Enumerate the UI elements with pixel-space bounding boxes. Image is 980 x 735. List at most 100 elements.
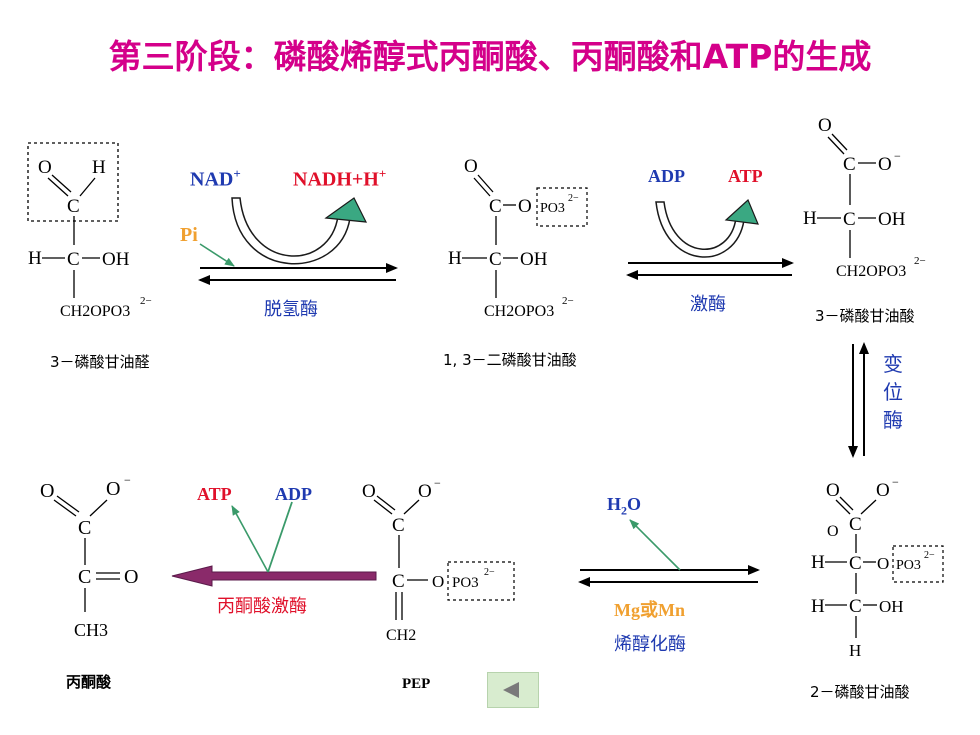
adp-label-step5: ADP — [275, 484, 312, 504]
pep-c1: C — [392, 515, 405, 536]
bpg-double-bond — [473, 177, 491, 197]
nad-label: NAD+ — [190, 166, 241, 192]
step4-water-arrow — [629, 519, 681, 571]
dehydrogenase-label: 脱氢酶 — [264, 299, 318, 320]
pga2-double-bond-2 — [839, 496, 854, 511]
pga3-double-bond-2 — [831, 133, 848, 151]
pga2-c3: C — [849, 596, 862, 617]
pep-double-bond-2 — [376, 495, 396, 511]
pga2-o-extra: O — [827, 523, 839, 540]
pga3-o: O — [818, 115, 832, 136]
pyr-c2: C — [78, 566, 91, 588]
pyr-double-bond — [53, 499, 77, 517]
water-h: H — [607, 494, 622, 514]
mutase-label: 变位酶 — [883, 352, 903, 432]
step5-atp-arrow — [231, 505, 269, 573]
bpg-c1: C — [489, 196, 502, 217]
pyr-o-keto: O — [124, 566, 138, 588]
pga3-h: H — [803, 208, 817, 229]
pga3-c2: C — [843, 209, 856, 230]
structure-pyruvate: O O − C C O CH3 — [40, 473, 138, 640]
water-sub: 2 — [621, 503, 628, 518]
pga3-c1: C — [843, 154, 856, 175]
bpg-o: O — [464, 156, 478, 177]
pep-co — [403, 499, 420, 515]
pyr-ominus: O — [106, 478, 120, 500]
pga3-ch2opo3: CH2OPO3 — [836, 263, 906, 280]
pga3-oh: OH — [878, 209, 906, 230]
pga2-po3-charge: 2− — [924, 550, 935, 561]
g3p-charge: 2− — [140, 295, 152, 307]
bpg-po3-charge: 2− — [568, 193, 579, 204]
g3p-double-bond — [47, 177, 69, 197]
pyr-minus: − — [124, 473, 131, 487]
pga2-c2: C — [849, 553, 862, 574]
step5-adp-line — [267, 501, 293, 573]
adp-label-step2: ADP — [648, 166, 685, 186]
structure-g3p: O H C H C OH CH2OPO3 2− — [27, 142, 152, 320]
bpg-c2: C — [489, 249, 502, 270]
pyr-double-bond-2 — [56, 495, 80, 513]
reaction-arrow-step1 — [198, 197, 398, 285]
g3p-h-top: H — [92, 157, 106, 178]
pga3-ominus: O — [878, 154, 892, 175]
pep-o: O — [362, 481, 376, 502]
nadh-text: NADH+H — [293, 168, 379, 191]
triangle-left-icon — [503, 682, 519, 698]
water-label: H2O — [607, 494, 641, 519]
compound-name-2pga: 2－磷酸甘油酸 — [810, 683, 910, 701]
pga2-c1: C — [849, 514, 862, 535]
reaction-arrow-step3 — [848, 342, 869, 458]
g3p-ch2opo3: CH2OPO3 — [60, 303, 130, 320]
step2-cofactor-head — [724, 198, 759, 225]
slide-title: 第三阶段：磷酸烯醇式丙酮酸、丙酮酸和ATP的生成 — [108, 37, 872, 76]
pga2-h-bottom: H — [849, 641, 861, 660]
pep-double-bond — [373, 499, 393, 515]
pep-o-link: O — [432, 572, 444, 591]
g3p-c2: C — [67, 249, 80, 270]
compound-name-3pga: 3－磷酸甘油酸 — [815, 307, 915, 325]
pep-ch2: CH2 — [386, 627, 416, 644]
step5-main-arrow — [171, 565, 377, 587]
g3p-c1: C — [67, 196, 80, 217]
pga3-double-bond — [827, 136, 845, 155]
g3p-o: O — [38, 157, 52, 178]
pga2-double-bond — [835, 499, 851, 515]
bpg-oh: OH — [520, 249, 548, 270]
pga2-o-link: O — [877, 554, 889, 573]
pga2-phosphate-box — [892, 545, 944, 583]
atp-label-step5: ATP — [197, 484, 232, 504]
pyr-o: O — [40, 480, 54, 502]
bpg-charge: 2− — [562, 295, 574, 307]
nadh-label: NADH+H+ — [293, 166, 386, 192]
compound-name-pep: PEP — [402, 676, 431, 692]
back-button[interactable] — [487, 672, 539, 708]
g3p-oh: OH — [102, 249, 130, 270]
pga2-h-2: H — [811, 596, 825, 617]
pep-ominus: O — [418, 481, 432, 502]
structure-3pga: O C O − H C OH CH2OPO3 2− — [803, 115, 926, 280]
step1-pi-arrow — [199, 243, 235, 267]
step1-cofactor-head — [324, 197, 368, 223]
pyr-ch3: CH3 — [74, 620, 108, 640]
nad-text: NAD — [190, 168, 234, 191]
pga2-minus: − — [892, 475, 899, 489]
atp-label-step2: ATP — [728, 166, 763, 186]
pga3-charge: 2− — [914, 255, 926, 267]
pga2-o: O — [826, 480, 840, 501]
pyr-co — [89, 499, 108, 517]
pyruvate-kinase-label: 丙酮酸激酶 — [217, 596, 307, 617]
pga2-po3: PO3 — [896, 558, 921, 573]
reaction-arrow-step4 — [578, 519, 760, 587]
reaction-arrow-step2 — [626, 198, 794, 280]
aldehyde-box — [27, 142, 119, 222]
pga2-ominus: O — [876, 480, 890, 501]
nad-charge: + — [233, 166, 241, 181]
compound-name-pyruvate: 丙酮酸 — [66, 673, 112, 691]
bpg-double-bond-2 — [477, 174, 494, 193]
pyr-c1: C — [78, 517, 91, 539]
pep-phosphate-box — [447, 561, 515, 601]
enolase-label: 烯醇化酶 — [614, 634, 686, 655]
